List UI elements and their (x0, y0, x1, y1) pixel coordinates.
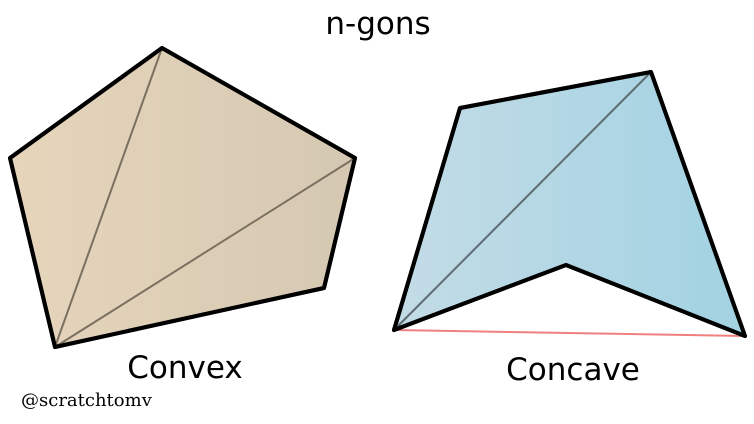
credit-text: @scratchtomv (21, 390, 153, 411)
convex-pentagon (8, 46, 357, 349)
concave-outline (392, 70, 747, 338)
concave-pentagon (392, 70, 747, 338)
concave-shape (392, 70, 747, 338)
concave-diagonal (393, 71, 652, 331)
concave-hull-edge (393, 329, 746, 337)
convex-label: Convex (127, 350, 242, 386)
concave-label: Concave (506, 352, 640, 388)
convex-diagonal-2 (54, 157, 356, 348)
convex-outline (8, 46, 357, 349)
convex-diagonal-1 (54, 47, 163, 348)
convex-shape (8, 46, 357, 349)
diagram-title: n-gons (325, 6, 430, 42)
